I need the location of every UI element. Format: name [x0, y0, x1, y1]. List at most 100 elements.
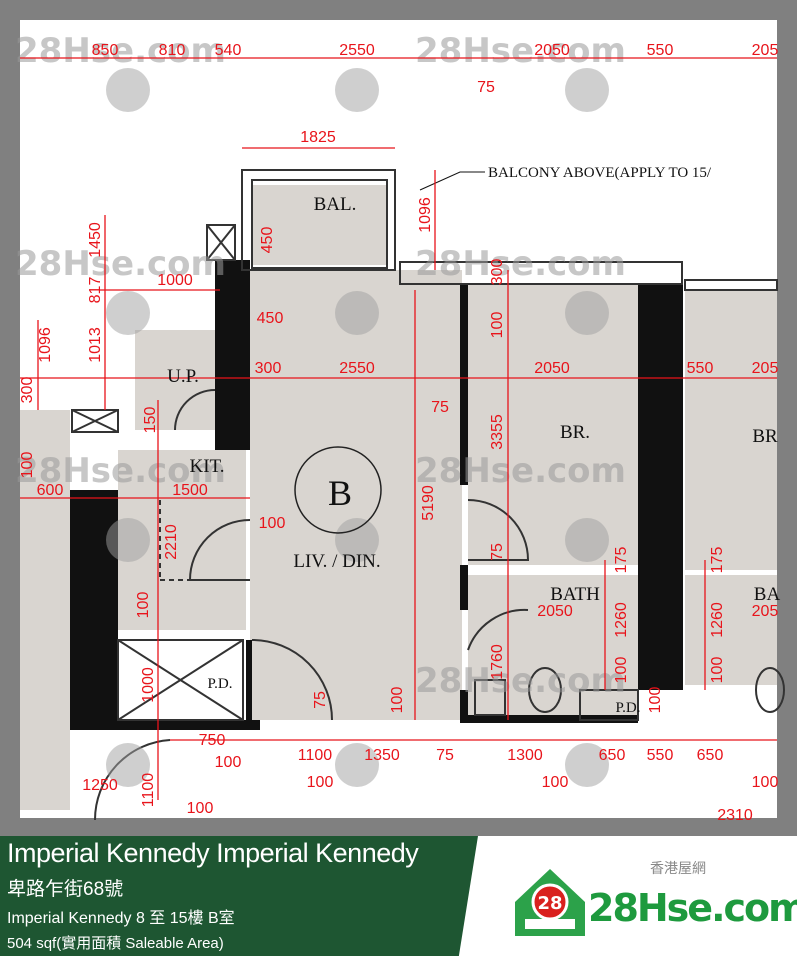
logo-chinese-name: 香港屋網: [650, 860, 706, 876]
dimension-label: 5190: [420, 485, 437, 521]
dimension-label: 2550: [339, 42, 375, 59]
dimension-label: 300: [19, 377, 36, 404]
dimension-label: 1500: [172, 482, 208, 499]
dimension-label: 75: [431, 399, 449, 416]
dimension-label: 550: [647, 747, 674, 764]
dimension-label: 540: [215, 42, 242, 59]
dimension-label: 1013: [87, 327, 104, 363]
room-labels: BAL. U.P. KIT. LIV. / DIN. BR. BR BATH B…: [167, 194, 780, 716]
dimension-label: 650: [697, 747, 724, 764]
saleable-area: 504 sqf(實用面積 Saleable Area): [7, 935, 224, 952]
outline-lines: [71, 169, 785, 821]
unit-marker: [294, 446, 382, 534]
dimension-label: 2050: [534, 360, 570, 377]
room-label-bath: BATH: [550, 584, 600, 605]
dimension-label: 1100: [298, 747, 333, 764]
dimension-label: 1100: [140, 773, 157, 808]
dimension-label: 100: [307, 774, 334, 791]
dimension-label: 550: [687, 360, 714, 377]
watermark: 28Hse.com: [415, 451, 626, 491]
logo-text: 28Hse.com: [588, 886, 797, 930]
28hse-logo: 28 香港屋網 28Hse.com: [510, 856, 797, 946]
listing-footer: Imperial Kennedy Imperial Kennedy 卑路乍街68…: [0, 836, 797, 956]
dimension-label: 100: [135, 592, 152, 619]
dimension-label: 1300: [507, 747, 543, 764]
dimension-label: 75: [477, 79, 495, 96]
dimension-label: 1250: [82, 777, 118, 794]
watermark: 28Hse.com: [415, 661, 626, 701]
dimension-label: 75: [489, 543, 506, 561]
dimension-label: 1260: [613, 602, 630, 638]
dimension-label: 2550: [339, 360, 375, 377]
dimension-label: 1096: [417, 197, 434, 233]
dimension-label: 1096: [37, 327, 54, 363]
dimension-labels: 850 810 540 2550 2050 550 205 75 1825 10…: [19, 42, 778, 824]
dimension-label: 75: [436, 747, 454, 764]
room-label-pd-2: P.D.: [615, 700, 640, 716]
dimension-lines: [20, 57, 777, 800]
room-label-pd: P.D.: [207, 676, 232, 692]
dimension-label: 2050: [537, 603, 573, 620]
room-label-balcony: BAL.: [314, 194, 357, 215]
dimension-label: 100: [19, 452, 36, 479]
dimension-label: 550: [647, 42, 674, 59]
dimension-label: 850: [92, 42, 119, 59]
walls: [70, 260, 683, 730]
floor-plan: 28Hse.com 28Hse.com 28Hse.com 28Hse.com …: [15, 20, 785, 824]
dimension-label: 100: [215, 754, 242, 771]
dimension-label: 1825: [300, 129, 336, 146]
dimension-label: 450: [257, 310, 284, 327]
balcony-note: BALCONY ABOVE(APPLY TO 15/: [488, 165, 712, 181]
room-label-bedroom: BR.: [560, 422, 590, 443]
address: 卑路乍街68號: [7, 879, 124, 900]
dimension-label: 175: [613, 547, 630, 574]
dimension-label: 150: [142, 407, 159, 434]
dimension-label: 2050: [534, 42, 570, 59]
dimension-label: 100: [489, 312, 506, 339]
dimension-label: 450: [259, 227, 276, 254]
dimension-label: 1000: [157, 272, 193, 289]
logo-badge-text: 28: [537, 893, 562, 914]
dimension-label: 3355: [489, 414, 506, 450]
watermarks: 28Hse.com 28Hse.com 28Hse.com 28Hse.com …: [15, 31, 626, 787]
dimension-label: 1450: [87, 222, 104, 258]
dimension-label: 2310: [717, 807, 753, 824]
dimension-label: 175: [709, 547, 726, 574]
listing-info-panel: Imperial Kennedy Imperial Kennedy 卑路乍街68…: [0, 836, 478, 956]
dimension-label: 750: [199, 732, 226, 749]
room-label-bath-adjacent: BA: [754, 584, 781, 605]
dimension-label: 100: [647, 687, 664, 714]
estate-title: Imperial Kennedy Imperial Kennedy: [7, 838, 419, 868]
watermark: 28Hse.com: [415, 244, 626, 284]
unit-info: Imperial Kennedy 8 至 15樓 B室: [7, 910, 235, 927]
dimension-label: 1760: [489, 644, 506, 680]
watermark: 28Hse.com: [15, 451, 226, 491]
dimension-label: 100: [613, 657, 630, 684]
watermark: 28Hse.com: [415, 31, 626, 71]
dimension-label: 1000: [140, 667, 157, 703]
house-icon: 28: [515, 869, 585, 936]
room-label-bedroom-adjacent: BR: [752, 426, 778, 447]
unit-label: B: [328, 473, 352, 513]
dimension-label: 2210: [163, 524, 180, 560]
room-label-living-dining: LIV. / DIN.: [293, 551, 380, 572]
dimension-label: 300: [255, 360, 282, 377]
dimension-label: 300: [489, 259, 506, 286]
dimension-label: 100: [187, 800, 214, 817]
room-label-up: U.P.: [167, 366, 199, 387]
dimension-label: 100: [259, 515, 286, 532]
dimension-label: 1260: [709, 602, 726, 638]
dimension-label: 1350: [364, 747, 400, 764]
watermark: 28Hse.com: [15, 244, 226, 284]
dimension-label: 100: [752, 774, 779, 791]
dimension-label: 817: [87, 277, 104, 304]
dimension-label: 205: [752, 42, 779, 59]
dimension-label: 205: [752, 603, 779, 620]
dimension-label: 205: [752, 360, 779, 377]
dimension-label: 75: [312, 691, 329, 709]
dimension-label: 810: [159, 42, 186, 59]
dimension-label: 100: [542, 774, 569, 791]
dimension-label: 100: [389, 687, 406, 714]
dimension-label: 600: [37, 482, 64, 499]
dimension-label: 100: [709, 657, 726, 684]
